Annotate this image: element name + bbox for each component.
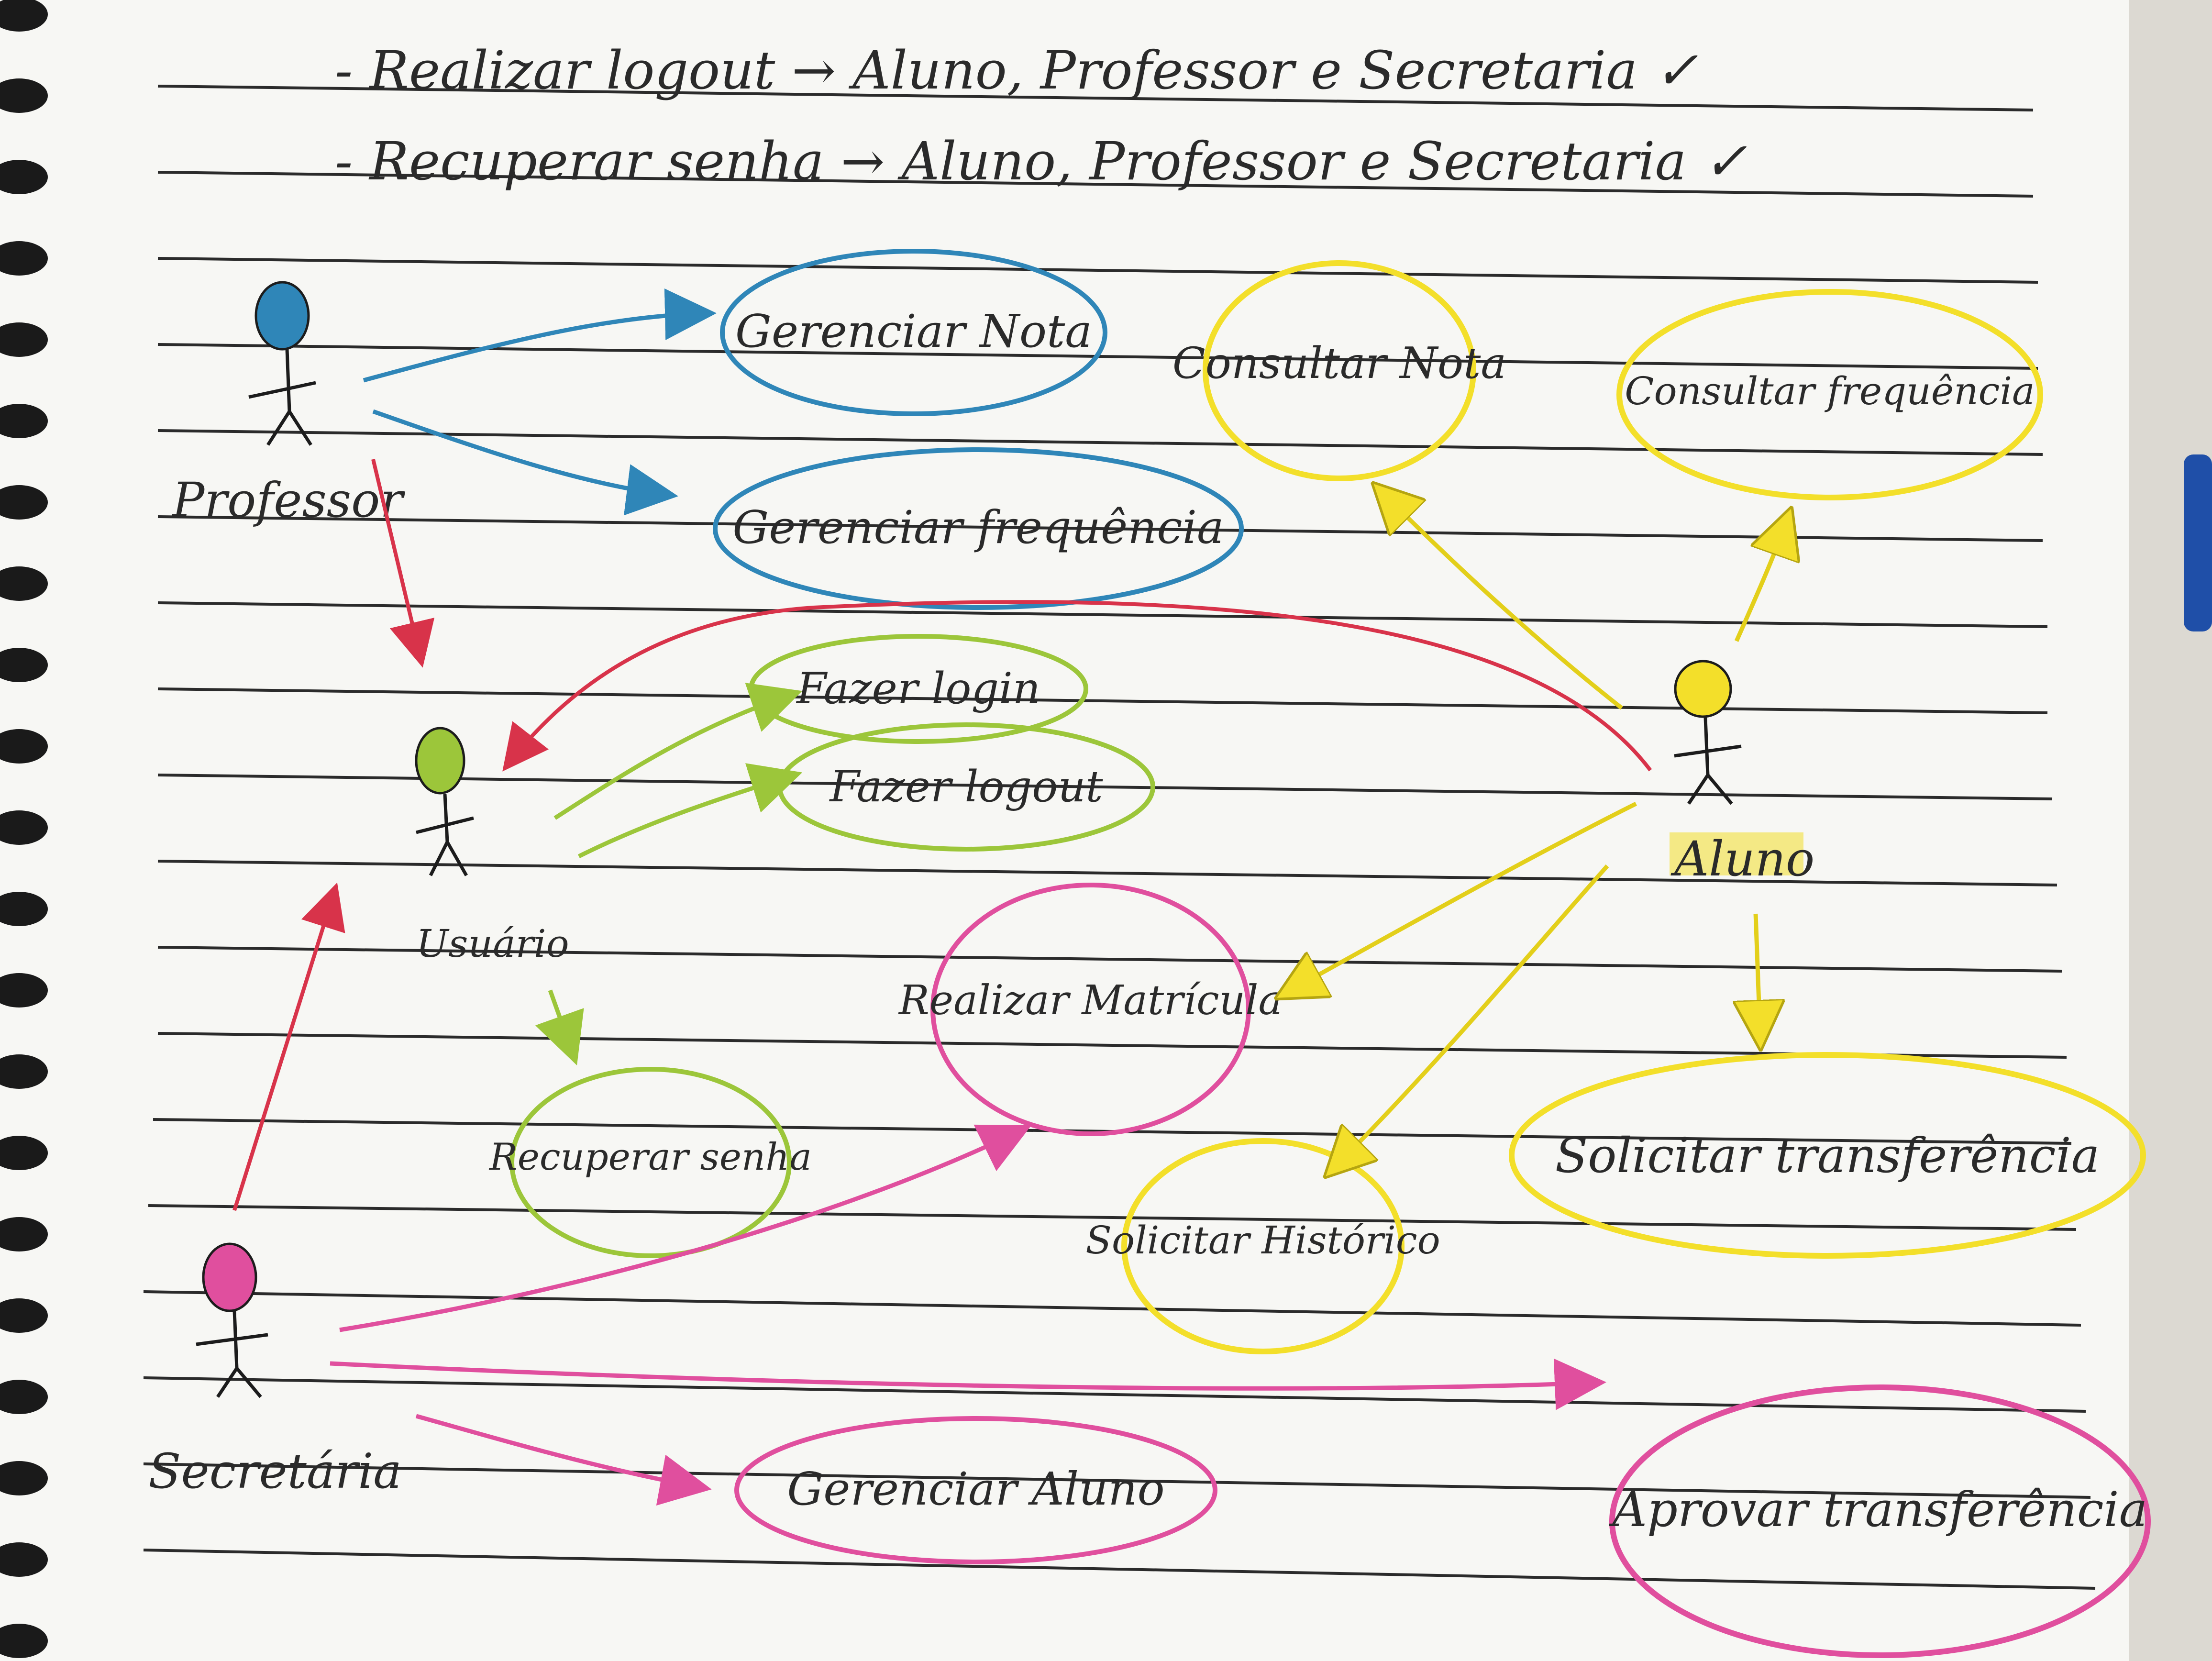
usecase-aprovar-transferencia: Aprovar transferência — [1609, 1384, 2151, 1658]
usecase-consultar-frequencia-label: Consultar frequência — [1625, 369, 2035, 413]
arrow-usuario-fazer-login — [553, 683, 803, 820]
arrow-secretaria-aprovar-transferencia — [330, 1358, 1606, 1410]
usecase-solicitar-historico-label: Solicitar Histórico — [1085, 1218, 1440, 1262]
usecase-gerenciar-aluno: Gerenciar Aluno — [734, 1416, 1217, 1564]
actor-body — [1674, 717, 1742, 805]
usecase-gerenciar-nota: Gerenciar Nota — [720, 249, 1107, 416]
actor-aluno: Aluno — [1670, 660, 1814, 887]
usecase-gerenciar-frequencia: Gerenciar frequência — [713, 447, 1244, 610]
usecase-consultar-nota-label: Consultar Nota — [1172, 338, 1506, 388]
associations-secretaria — [330, 1124, 1606, 1506]
arrow-aluno-solicitar-historico — [1330, 864, 1609, 1172]
actor-head — [1674, 660, 1732, 718]
usecase-consultar-frequencia: Consultar frequência — [1616, 289, 2043, 500]
usecase-solicitar-transferencia: Solicitar transferência — [1509, 1052, 2146, 1259]
usecase-fazer-logout-label: Fazer logout — [829, 762, 1103, 812]
note-line-2: - Recuperar senha → Aluno, Professor e S… — [335, 131, 1747, 192]
notebook-paper — [0, 0, 2129, 1661]
actor-head — [202, 1242, 257, 1312]
generalization-secretaria-usuario — [232, 882, 345, 1211]
associations-aluno — [1282, 488, 1789, 1172]
arrow-aluno-consultar-frequencia — [1734, 514, 1789, 642]
arrow-usuario-recuperar-senha — [535, 989, 584, 1065]
usecase-fazer-login-label: Fazer login — [796, 664, 1040, 714]
actor-aluno-label: Aluno — [1670, 831, 1814, 887]
actor-head — [415, 727, 465, 795]
arrow-professor-gerenciar-nota — [363, 288, 717, 383]
actor-body — [416, 794, 474, 876]
actor-usuario-label: Usuário — [416, 921, 569, 966]
usecase-solicitar-historico: Solicitar Histórico — [1085, 1138, 1440, 1354]
actor-secretaria: Secretária — [148, 1242, 402, 1499]
actor-head — [254, 281, 310, 351]
aluno-label-highlight — [1670, 832, 1803, 875]
usecase-gerenciar-nota-label: Gerenciar Nota — [735, 305, 1092, 358]
arrow-professor-gerenciar-frequencia — [372, 409, 678, 516]
actor-professor: Professor — [171, 281, 405, 528]
pen-cap — [2184, 454, 2212, 631]
usecase-realizar-matricula-label: Realizar Matrícula — [898, 977, 1283, 1024]
generalization-professor-usuario — [371, 459, 435, 668]
actor-usuario: Usuário — [415, 727, 569, 966]
usecase-fazer-logout: Fazer logout — [777, 722, 1155, 852]
actor-body — [248, 349, 316, 446]
actor-secretaria-label: Secretária — [148, 1443, 402, 1499]
arrow-aluno-realizar-matricula — [1282, 801, 1637, 995]
note-line-1: - Realizar logout → Aluno, Professor e S… — [335, 40, 1698, 101]
spiral-binding — [0, 0, 48, 1658]
usecase-gerenciar-frequencia-label: Gerenciar frequência — [732, 501, 1224, 554]
usecase-gerenciar-aluno-label: Gerenciar Aluno — [787, 1463, 1164, 1516]
generalizations — [232, 459, 1652, 1211]
usecase-aprovar-transferencia-label: Aprovar transferência — [1609, 1482, 2147, 1538]
arrow-aluno-solicitar-transferencia — [1756, 913, 1760, 1043]
arrow-usuario-fazer-logout — [577, 763, 803, 859]
background-table — [2129, 0, 2212, 1661]
arrow-aluno-consultar-nota — [1378, 488, 1623, 710]
generalization-aluno-usuario — [502, 600, 1652, 772]
usecase-consultar-nota: Consultar Nota — [1172, 260, 1506, 481]
usecase-realizar-matricula: Realizar Matrícula — [898, 883, 1283, 1136]
associations-professor — [363, 288, 717, 516]
usecase-recuperar-senha: Recuperar senha — [488, 1067, 812, 1258]
actor-professor-label: Professor — [171, 472, 405, 528]
arrow-secretaria-gerenciar-aluno — [415, 1414, 712, 1506]
arrow-secretaria-realizar-matricula — [339, 1124, 1032, 1332]
associations-usuario — [535, 683, 803, 1065]
actor-body — [196, 1310, 268, 1398]
usecase-recuperar-senha-label: Recuperar senha — [488, 1136, 812, 1179]
usecase-solicitar-transferencia-label: Solicitar transferência — [1555, 1128, 2100, 1184]
